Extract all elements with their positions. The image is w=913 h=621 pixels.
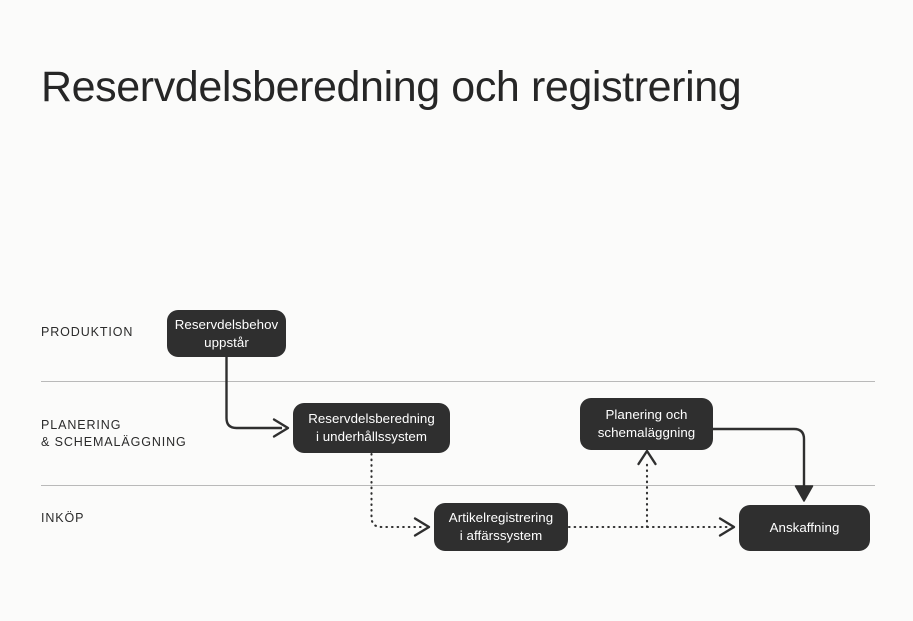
connector-artikelregistrering-to-anskaffning (567, 517, 736, 537)
process-node-anskaffning[interactable]: Anskaffning (739, 505, 870, 551)
lane-label-inkop: INKÖP (41, 511, 85, 525)
lane-label-planering-schemalaggning: PLANERING & SCHEMALÄGGNING (41, 418, 187, 449)
lane-divider-production-planering (41, 381, 875, 382)
connector-reservdelsberedning-to-artikelregistrering (370, 452, 431, 537)
process-node-artikelregistrering-i-affarssystem[interactable]: Artikelregistrering i affärssystem (434, 503, 568, 551)
connector-artikelregistrering-to-planering (637, 449, 657, 529)
process-node-planering-och-schemalaggning[interactable]: Planering och schemaläggning (580, 398, 713, 450)
connector-reservdelsbehov-to-reservdelsberedning (225, 357, 290, 438)
lane-label-produktion: PRODUKTION (41, 325, 134, 339)
page-title: Reservdelsberedning och registrering (41, 63, 742, 111)
connector-planering-to-anskaffning (713, 427, 814, 502)
process-node-reservdelsberedning-i-underhallssystem[interactable]: Reservdelsberedning i underhållssystem (293, 403, 450, 453)
lane-divider-planering-inkop (41, 485, 875, 486)
process-node-reservdelsbehov-uppstar[interactable]: Reservdelsbehov uppstår (167, 310, 286, 357)
